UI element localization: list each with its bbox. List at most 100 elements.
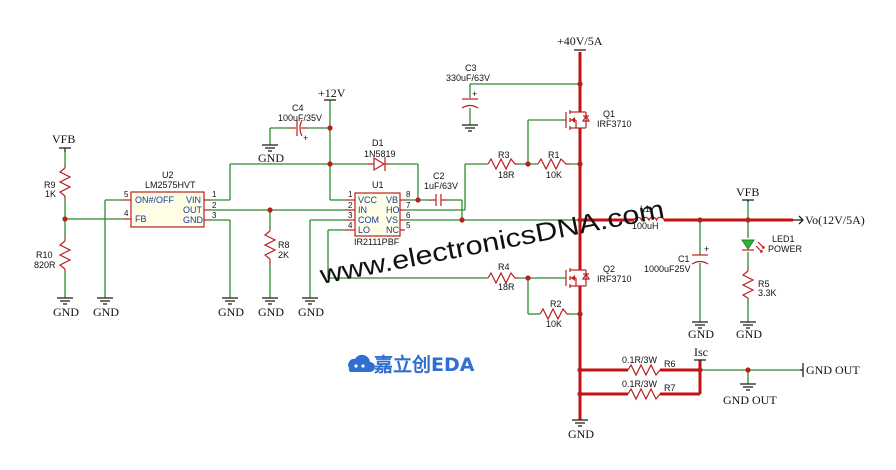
u1-pin-number: 7 xyxy=(406,201,411,210)
resistor-r7: 0.1R/3W R7 xyxy=(622,379,676,401)
gnd-out-label: GND OUT xyxy=(723,393,777,407)
u1-pin-number: 4 xyxy=(348,221,353,230)
gnd-symbol: GND xyxy=(93,297,119,319)
isc-label-group: Isc xyxy=(694,345,708,361)
u2-pin-number: 1 xyxy=(212,190,217,199)
u2-pin-number: 4 xyxy=(124,209,129,218)
r4-ref: R4 xyxy=(498,262,510,272)
r2-value: 10K xyxy=(546,319,562,329)
gnd-symbol: GND xyxy=(258,144,284,165)
l1-ref: L1 xyxy=(640,204,650,214)
r10-ref: R10 xyxy=(36,250,53,260)
ground-symbols: GND GND GND GND GND GND GND xyxy=(53,124,777,441)
gnd-symbol: GND xyxy=(568,419,594,441)
gnd-label: GND xyxy=(53,305,79,319)
resistor-r10: R10 820R xyxy=(34,238,72,272)
vfb-flag-left: VFB xyxy=(52,132,75,152)
isc-label: Isc xyxy=(694,345,708,359)
ic-u1: U1 IR2111PBF VCC IN COM LO VB HO VS NC 1… xyxy=(345,180,411,247)
q2-ref: Q2 xyxy=(603,264,615,274)
gnd-out-port: GND OUT xyxy=(800,363,860,377)
u1-pin-label: COM xyxy=(358,215,379,225)
u1-pin-label: NC xyxy=(386,225,399,235)
c4-value: 100uF/35V xyxy=(278,113,322,123)
c1-plus: + xyxy=(704,244,709,254)
r3-value: 18R xyxy=(498,170,515,180)
wires xyxy=(64,83,800,384)
mosfet-q2: Q2 IRF3710 xyxy=(565,264,632,288)
gnd-label: GND xyxy=(258,305,284,319)
u1-value: IR2111PBF xyxy=(354,237,400,247)
capacitor-c1: + C1 1000uF25V xyxy=(644,244,709,274)
resistor-r9: R9 1K xyxy=(44,165,72,200)
gnd-out-label: GND OUT xyxy=(806,363,860,377)
gnd-label: GND xyxy=(218,305,244,319)
u1-pin-number: 1 xyxy=(348,190,353,199)
vcc40-flag: +40V/5A xyxy=(557,34,603,51)
diode-d1: D1 1N5819 xyxy=(364,138,396,172)
c4-plus: + xyxy=(303,133,308,143)
r10-value: 820R xyxy=(34,260,56,270)
gnd-symbol: GND xyxy=(53,297,79,319)
u2-pin-number: 2 xyxy=(212,201,217,210)
vfb-flag-right: VFB xyxy=(736,185,759,202)
l1-value: 100uH xyxy=(632,221,659,231)
r7-value: 0.1R/3W xyxy=(622,379,658,389)
u1-pin-number: 6 xyxy=(406,211,411,220)
resistor-r3: R3 18R xyxy=(487,150,518,180)
capacitor-c4: + C4 100uF/35V xyxy=(278,103,322,143)
r8-ref: R8 xyxy=(278,240,290,250)
vcc12-label: +12V xyxy=(318,86,346,100)
resistor-r6: 0.1R/3W R6 xyxy=(622,355,676,377)
ic-u2: U2 LM2575HVT ON#/OFF FB VIN OUT GND 5 4 … xyxy=(123,170,217,228)
c3-plus: + xyxy=(472,89,477,99)
resistor-r4: R4 18R xyxy=(487,262,518,292)
led1-value: POWER xyxy=(768,244,803,254)
c2-value: 1uF/63V xyxy=(424,181,458,191)
u1-pin-label: IN xyxy=(358,205,367,215)
gnd-label: GND xyxy=(568,427,594,441)
r3-ref: R3 xyxy=(498,150,510,160)
jlc-eda-logo: 嘉立创EDA xyxy=(348,353,475,376)
resistor-r5: R5 3.3K xyxy=(741,268,777,300)
vcc12-flag: +12V xyxy=(318,86,346,101)
gnd-out-symbol: GND OUT xyxy=(723,383,777,407)
u1-ref: U1 xyxy=(372,180,384,190)
resistor-r2: R2 10K xyxy=(539,299,570,329)
junctions xyxy=(62,81,751,397)
u1-pin-number: 2 xyxy=(348,201,353,210)
c1-value: 1000uF25V xyxy=(644,264,691,274)
gnd-symbol xyxy=(462,124,478,132)
cloud-icon xyxy=(348,354,375,372)
u2-pin-number: 3 xyxy=(212,211,217,220)
r8-value: 2K xyxy=(278,250,289,260)
vout-label: Vo(12V/5A) xyxy=(805,213,865,227)
capacitor-c3: + C3 330uF/63V xyxy=(446,63,490,109)
r9-ref: R9 xyxy=(44,180,56,190)
r1-value: 10K xyxy=(546,170,562,180)
c1-ref: C1 xyxy=(678,254,690,264)
r1-ref: R1 xyxy=(548,150,560,160)
gnd-label: GND xyxy=(736,327,762,341)
gnd-label: GND xyxy=(688,327,714,341)
u1-pin-label: VB xyxy=(386,195,398,205)
q2-value: IRF3710 xyxy=(597,274,632,284)
r7-ref: R7 xyxy=(664,383,676,393)
u1-pin-number: 3 xyxy=(348,211,353,220)
u1-pin-number: 5 xyxy=(406,221,411,230)
vfb-label: VFB xyxy=(52,132,75,146)
r2-ref: R2 xyxy=(550,299,562,309)
gnd-symbol: GND xyxy=(736,321,762,341)
u1-pin-label: HO xyxy=(386,205,400,215)
r4-value: 18R xyxy=(498,282,515,292)
gnd-symbol: GND xyxy=(258,297,284,319)
gnd-symbol: GND xyxy=(688,321,714,341)
d1-value: 1N5819 xyxy=(364,149,396,159)
r6-value: 0.1R/3W xyxy=(622,355,658,365)
q1-ref: Q1 xyxy=(603,109,615,119)
r6-ref: R6 xyxy=(664,359,676,369)
gnd-label: GND xyxy=(298,305,324,319)
vcc40-label: +40V/5A xyxy=(557,34,603,48)
u2-pin-label: ON#/OFF xyxy=(135,195,175,205)
